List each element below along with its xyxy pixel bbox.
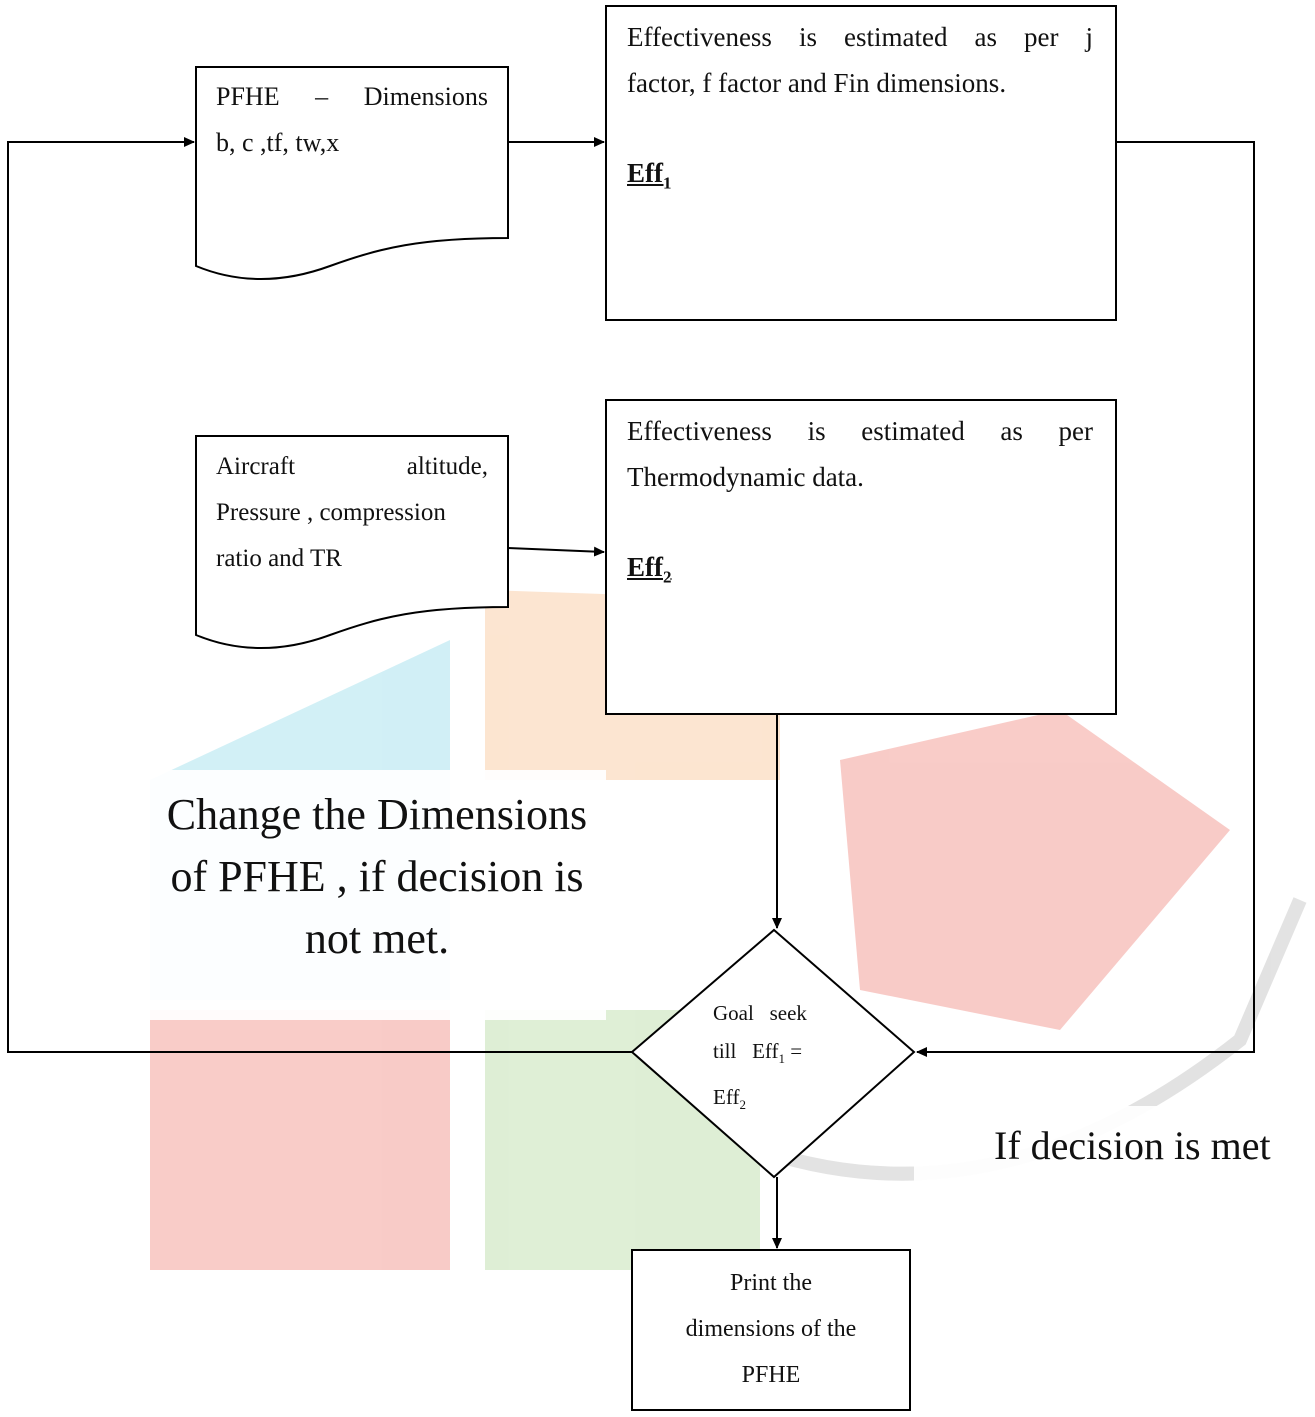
loop-note-text: Change the Dimensions of PFHE , if decis…	[148, 784, 606, 970]
eff2-description-line2: Thermodynamic data.	[627, 462, 864, 492]
met-note-text: If decision is met	[994, 1123, 1271, 1168]
eff1-label: Eff1	[627, 158, 672, 193]
eff2-description-line1: Effectiveness is estimated as per	[627, 416, 1093, 446]
loop-note-line2: of PFHE , if decision is	[170, 852, 584, 901]
eff1-description-line2: factor, f factor and Fin dimensions.	[627, 68, 1007, 98]
decision-line2: till Eff1 =	[713, 1039, 803, 1067]
input-aircraft-text: Aircraft altitude, Pressure , compressio…	[216, 444, 488, 582]
eff2-box-shape	[605, 399, 1117, 715]
eff1-box-text: Effectiveness is estimated as per j fact…	[627, 14, 1093, 106]
eff1-box-shape	[605, 5, 1117, 321]
input-aircraft-line3: ratio and TR	[216, 545, 342, 572]
loop-note-panel: Change the Dimensions of PFHE , if decis…	[148, 770, 606, 1020]
eff1-description-line1: Effectiveness is estimated as per j	[627, 22, 1093, 52]
output-line3: PFHE	[741, 1362, 801, 1388]
decision-diamond-shape	[630, 928, 916, 1179]
input-aircraft-line1: Aircraft altitude,	[216, 453, 488, 480]
output-line2: dimensions of the	[685, 1316, 857, 1342]
output-box-shape	[631, 1249, 911, 1411]
eff2-box-text: Effectiveness is estimated as per Thermo…	[627, 408, 1093, 500]
loop-note-line1: Change the Dimensions	[166, 790, 588, 839]
decision-line1: Goal seek	[713, 1001, 807, 1025]
arrow-eff1-to-decision	[916, 141, 1255, 1057]
watermark-red-segment	[840, 710, 1230, 1030]
input-aircraft-shape	[195, 435, 509, 650]
met-note-panel: If decision is met	[914, 1106, 1294, 1196]
title-word-pfhe: PFHE	[216, 82, 280, 111]
decision-line3: Eff2	[713, 1085, 746, 1113]
loop-note-line3: not met.	[304, 914, 450, 963]
title-dash: –	[315, 82, 329, 111]
input-dimensions-title: PFHE – Dimensions	[216, 74, 488, 120]
title-word-dimensions: Dimensions	[363, 82, 488, 111]
arrow-aircraft-to-eff2	[507, 546, 605, 557]
watermark-redleft-segment	[150, 1010, 450, 1270]
input-dimensions-shape	[195, 66, 509, 281]
input-dimensions-variables: b, c ,tf, tw,x	[216, 128, 340, 157]
output-box-text: Print the dimensions of the PFHE	[632, 1260, 910, 1398]
decision-text: Goal seek till Eff1 = Eff2	[713, 994, 835, 1112]
eff2-label: Eff2	[627, 552, 672, 587]
output-line1: Print the	[730, 1270, 812, 1296]
arrow-loop-back-to-dimensions	[7, 137, 632, 1053]
input-aircraft-line2: Pressure , compression	[216, 499, 446, 526]
input-dimensions-text: PFHE – Dimensions b, c ,tf, tw,x	[216, 74, 488, 166]
